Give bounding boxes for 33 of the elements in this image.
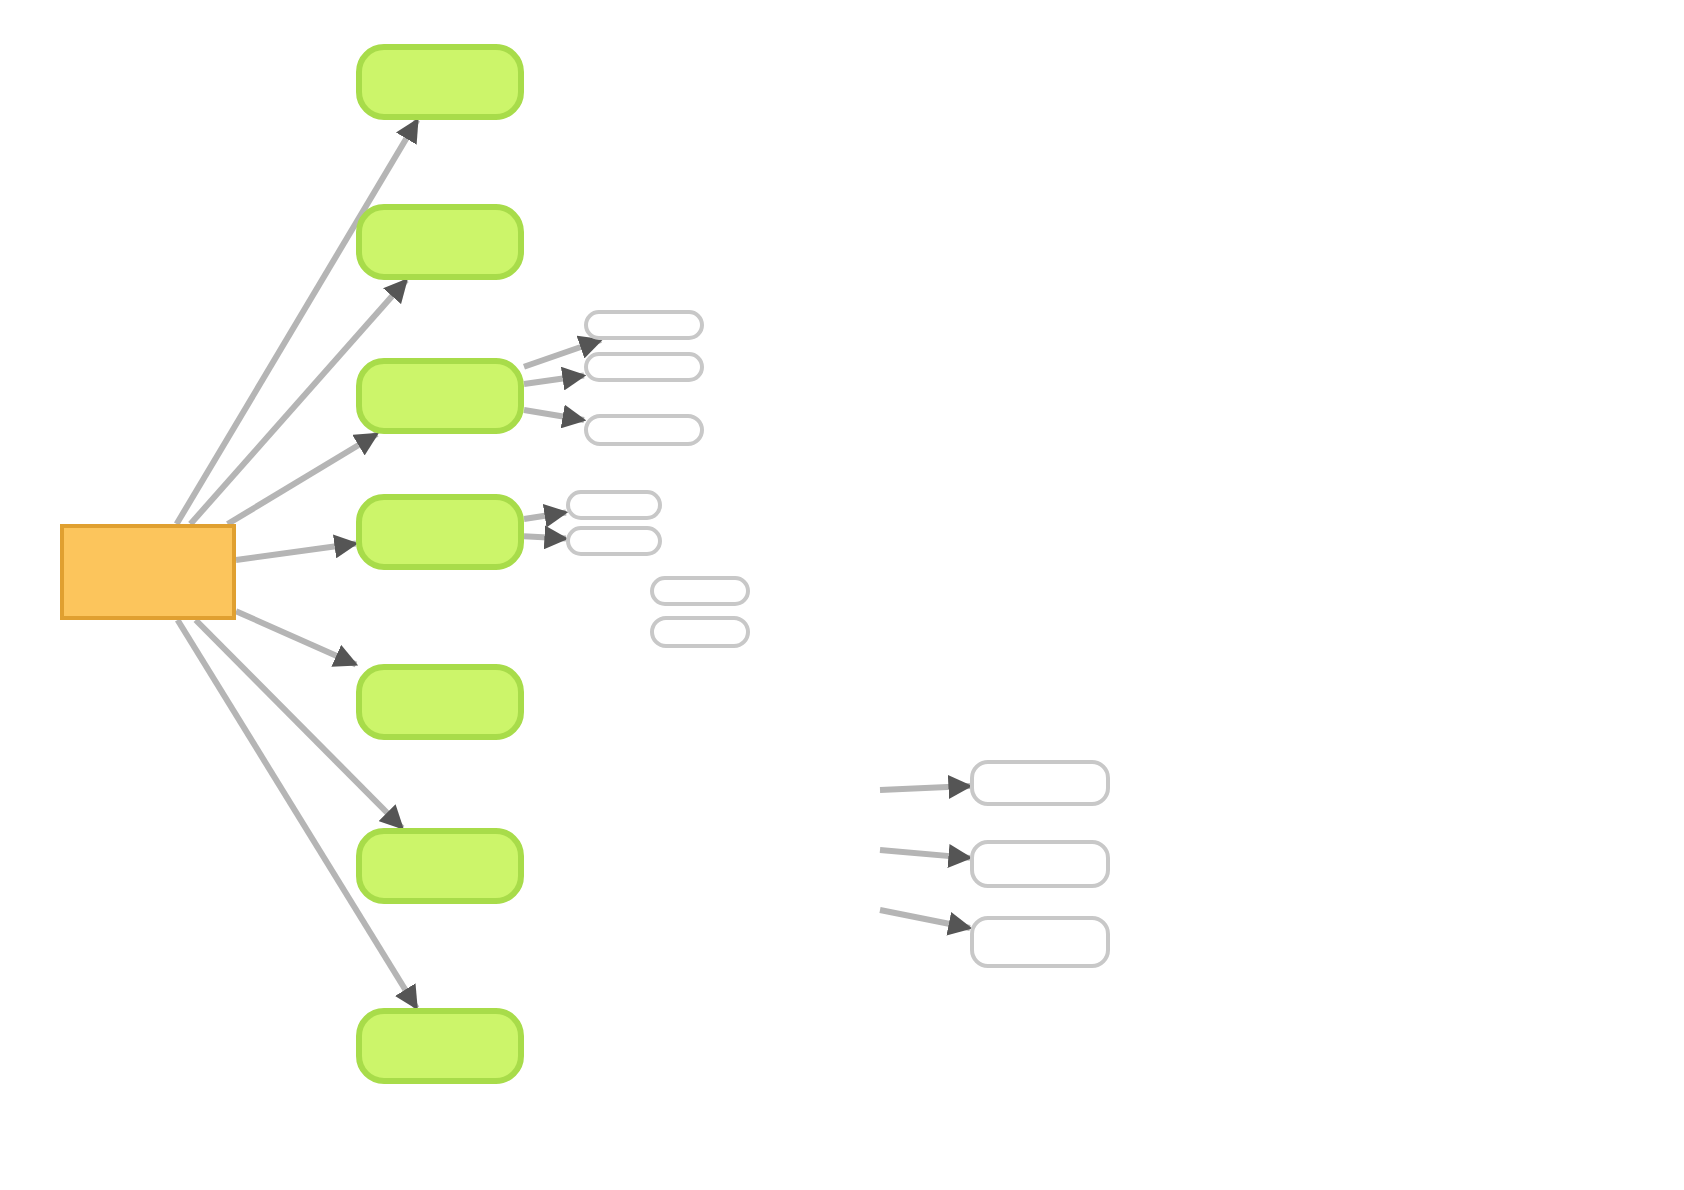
arrow (879, 775, 973, 799)
arrow (226, 431, 379, 527)
arrow (523, 525, 569, 550)
topic-box (356, 204, 524, 280)
arrow (175, 618, 420, 1011)
subtopic-box (970, 916, 1110, 968)
arrow (234, 608, 359, 668)
subtopic-box (650, 616, 750, 648)
topic-box (356, 828, 524, 904)
arrow (523, 404, 587, 429)
arrow (879, 907, 973, 936)
topic-box (356, 494, 524, 570)
arrow (879, 844, 973, 868)
root-box (60, 524, 236, 620)
topic-box (356, 358, 524, 434)
arrow (174, 117, 420, 526)
arrow (188, 278, 409, 526)
topic-box (356, 44, 524, 120)
subtopic-box (584, 352, 704, 382)
arrow (523, 366, 587, 391)
topic-box (356, 1008, 524, 1084)
subtopic-box (584, 414, 704, 446)
arrow (235, 534, 359, 563)
subtopic-box (650, 576, 750, 606)
arrow (523, 503, 569, 528)
subtopic-box (566, 490, 662, 520)
topic-box (356, 664, 524, 740)
arrow (193, 617, 405, 831)
subtopic-box (584, 310, 704, 340)
arrow (523, 335, 604, 370)
subtopic-box (970, 840, 1110, 888)
subtopic-box (970, 760, 1110, 806)
subtopic-box (566, 526, 662, 556)
